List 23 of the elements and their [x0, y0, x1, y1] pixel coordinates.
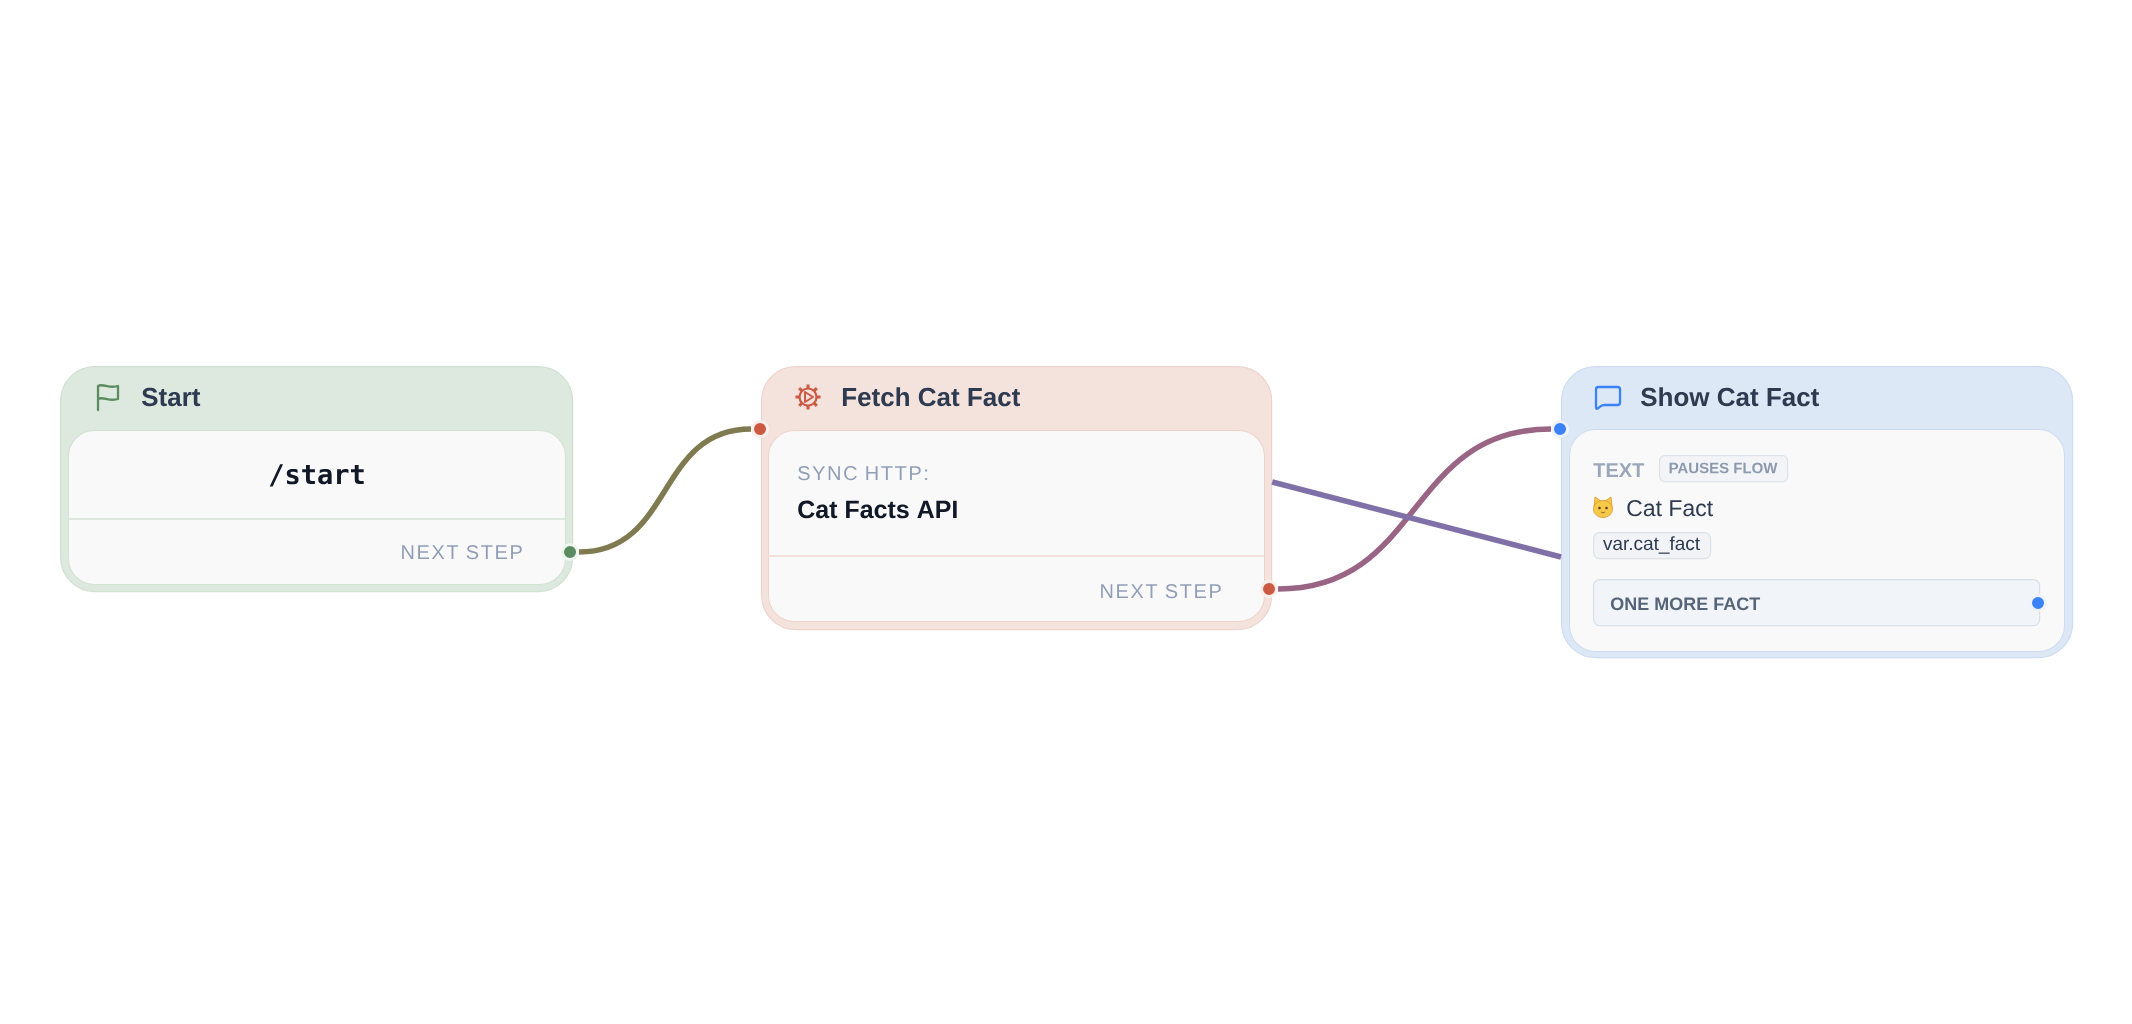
content-panel — [67, 430, 566, 585]
message-text: Cat Fact — [1627, 499, 1713, 517]
option-button: ONE MORE FACT — [1593, 579, 2041, 627]
connection-dot — [751, 420, 769, 438]
connector — [578, 426, 752, 555]
command-text: /start — [269, 464, 364, 487]
variable-chip: var.cat_fact — [1593, 532, 1712, 560]
content-panel — [767, 430, 1265, 622]
service-name: Cat Facts API — [798, 500, 957, 519]
request-type-label: SYNC HTTP: — [798, 466, 928, 481]
step-title: Start — [141, 387, 201, 407]
status-badge: PAUSES FLOW — [1659, 455, 1789, 483]
connection-dot — [1260, 580, 1278, 598]
connection-dot — [2029, 594, 2047, 612]
output-label: NEXT STEP — [1101, 584, 1221, 599]
connector — [1271, 479, 1562, 560]
message-type-label: TEXT — [1593, 463, 1645, 477]
connector — [1277, 426, 1552, 592]
step-title: Fetch Cat Fact — [842, 387, 1020, 407]
step-title: Show Cat Fact — [1640, 387, 1819, 407]
output-label: NEXT STEP — [402, 545, 522, 560]
connection-dot — [561, 543, 579, 561]
connection-dot — [1551, 420, 1569, 438]
